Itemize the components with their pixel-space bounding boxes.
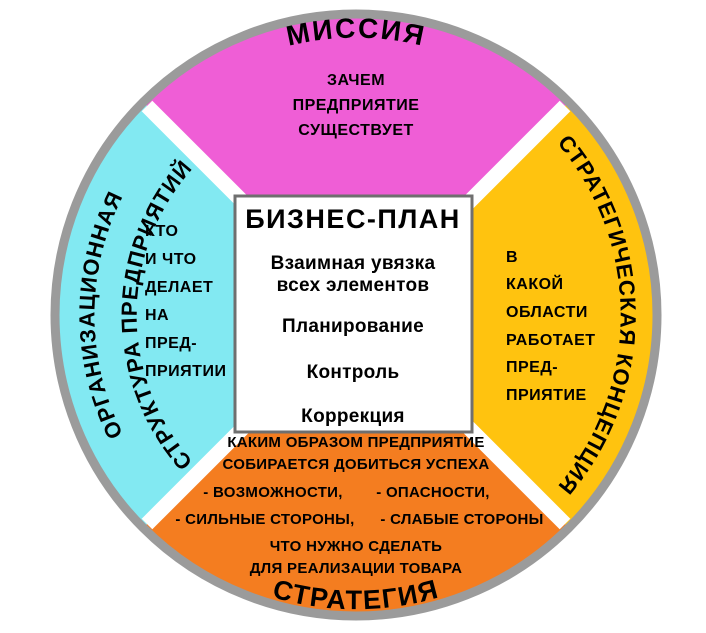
strategy-footer-2: ДЛЯ РЕАЛИЗАЦИИ ТОВАРА xyxy=(250,560,463,577)
org-line-1: КТО xyxy=(145,223,178,240)
strategy-bullet-strengths: - СИЛЬНЫЕ СТОРОНЫ, xyxy=(175,511,354,528)
strategy-bullet-opportunities: - ВОЗМОЖНОСТИ, xyxy=(203,484,342,501)
strategy-bullet-weaknesses: - СЛАБЫЕ СТОРОНЫ xyxy=(380,511,543,528)
mission-line-2: ПРЕДПРИЯТИЕ xyxy=(293,97,420,114)
mission-line-1: ЗАЧЕМ xyxy=(327,72,385,89)
concept-line-2: КАКОЙ xyxy=(506,274,564,293)
concept-line-4: РАБОТАЕТ xyxy=(506,332,596,349)
center-box-subtitle-1: Взаимная увязка xyxy=(271,253,436,274)
center-box-item-planning: Планирование xyxy=(282,316,424,337)
center-box-subtitle-2: всех элементов xyxy=(277,275,430,296)
concept-line-1: В xyxy=(506,249,518,266)
mission-wedge xyxy=(146,18,566,316)
center-box-item-control: Контроль xyxy=(307,362,400,383)
org-line-2: И ЧТО xyxy=(145,251,197,268)
strategy-intro-2: СОБИРАЕТСЯ ДОБИТЬСЯ УСПЕХА xyxy=(222,456,489,473)
center-box-title: БИЗНЕС-ПЛАН xyxy=(245,204,461,234)
concept-line-3: ОБЛАСТИ xyxy=(506,304,588,321)
concept-line-6: ПРИЯТИЕ xyxy=(506,387,587,404)
outer-ring xyxy=(50,9,662,621)
center-box xyxy=(233,194,474,434)
center-box-item-correction: Коррекция xyxy=(301,406,405,427)
org-line-4: НА xyxy=(145,307,169,324)
strategy-wedge xyxy=(146,315,566,612)
org-structure-wedge xyxy=(59,105,357,525)
org-line-3: ДЕЛАЕТ xyxy=(145,279,213,296)
strategy-intro-1: КАКИМ ОБРАЗОМ ПРЕДПРИЯТИЕ xyxy=(227,434,484,451)
mission-line-3: СУЩЕСТВУЕТ xyxy=(298,122,414,139)
strategic-concept-wedge xyxy=(356,105,653,525)
concept-line-5: ПРЕД- xyxy=(506,359,558,376)
org-line-6: ПРИЯТИИ xyxy=(145,363,226,380)
strategy-bullet-dangers: - ОПАСНОСТИ, xyxy=(376,484,490,501)
strategy-footer-1: ЧТО НУЖНО СДЕЛАТЬ xyxy=(270,538,443,555)
org-line-5: ПРЕД- xyxy=(145,335,197,352)
